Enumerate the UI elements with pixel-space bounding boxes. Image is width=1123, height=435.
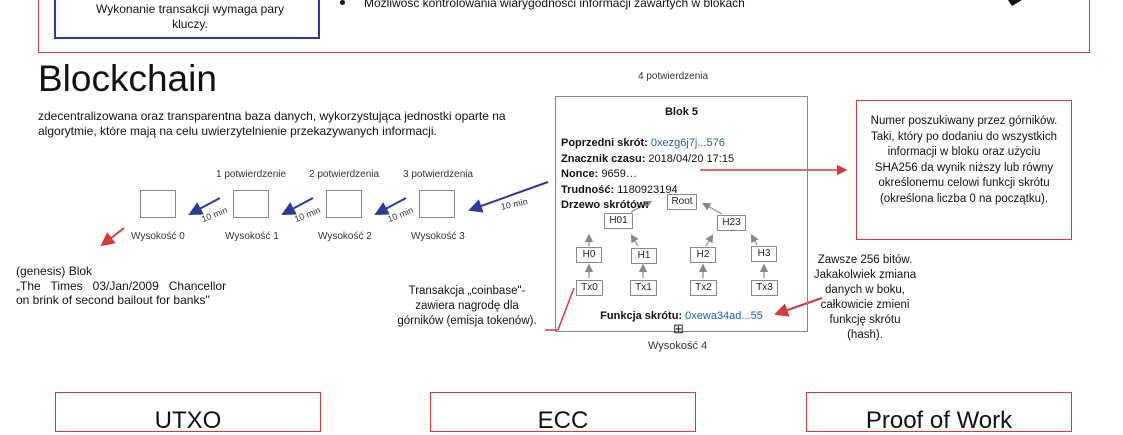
chain-confirmation-3: 3 potwierdzenia [403, 169, 474, 180]
merkle-h2: H2 [690, 247, 716, 263]
coinbase-arrow [557, 287, 575, 331]
bullet-text: Możliwość kontrolowania wiarygodności in… [364, 0, 745, 10]
bullet-dot [340, 0, 345, 5]
hash-note: Zawsze 256 bitów. Jakakolwiek zmiana dan… [813, 254, 917, 341]
merkle-h23: H23 [717, 215, 746, 231]
hash-arrow [774, 297, 823, 317]
genesis-line-3: on brink of second bailout for banks" [16, 293, 210, 307]
genesis-line-2: „The Times 03/Jan/2009 Chancellor [16, 279, 227, 293]
block-5 [555, 96, 808, 332]
field-hash-function: Funkcja skrótu: 0xewa34ad...55 [600, 310, 763, 322]
chain-arrow-4 [468, 181, 549, 213]
pow-title: Proof of Work [865, 407, 1013, 434]
page-title: Blockchain [38, 58, 217, 99]
merkle-root: Root [667, 194, 697, 210]
utxo-box: UTXO [55, 392, 321, 434]
chain-height-1: Wysokość 1 [225, 231, 279, 242]
top-section-frame [38, 0, 1090, 53]
genesis-arrow [100, 227, 125, 247]
merkle-tx2: Tx2 [690, 280, 717, 296]
ecc-box: ECC [430, 392, 696, 434]
chain-block-0 [140, 190, 176, 218]
nonce-note-box: Numer poszukiwany przez górników. Taki, … [856, 100, 1072, 240]
merkle-tx1: Tx1 [630, 280, 657, 296]
chain-block-2 [326, 190, 362, 218]
chain-arrow-3 [374, 197, 407, 215]
chain-arrow-2 [281, 197, 314, 215]
field-nonce: Nonce: 9659… [561, 168, 637, 180]
field-difficulty: Trudność: 1180923194 [561, 183, 678, 196]
block-fields: Poprzedni skrót: 0xezg6j7j...576 Znaczni… [561, 136, 734, 214]
field-merkle-tree: Drzewo skrótów: [561, 199, 650, 211]
chain-block-1 [233, 190, 269, 218]
expand-icon[interactable]: ⊞ [673, 321, 684, 336]
ecc-title: ECC [537, 407, 589, 434]
merkle-h3: H3 [751, 246, 777, 262]
chain-height-0: Wysokość 0 [131, 231, 185, 242]
description: zdecentralizowana oraz transparentna baz… [38, 109, 506, 138]
genesis-line-1: (genesis) Blok [16, 264, 93, 278]
nonce-note-text: Numer poszukiwany przez górników. Taki, … [870, 115, 1058, 205]
merkle-h01: H01 [604, 213, 633, 229]
field-timestamp: Znacznik czasu: 2018/04/20 17:15 [561, 152, 735, 165]
key-pair-box: Wykonanie transakcji wymaga pary kluczy. [54, 0, 320, 39]
field-prev-hash: Poprzedni skrót: 0xezg6j7j...576 [561, 137, 725, 149]
diagram-arrows [100, 164, 848, 331]
chain-height-3: Wysokość 3 [411, 231, 465, 242]
merkle-h0: H0 [576, 247, 602, 263]
coinbase-note: Transakcja „coinbase"-zawiera nagrodę dl… [397, 285, 537, 327]
top-arrow-head-icon [1008, 0, 1022, 6]
chain-confirmation-2: 2 potwierdzenia [309, 169, 380, 180]
chain-height-2: Wysokość 2 [318, 231, 372, 242]
merkle-h1: H1 [631, 248, 657, 264]
chain-confirmation-1: 1 potwierdzenie [216, 169, 287, 180]
chain-arrow-1 [188, 197, 221, 215]
pow-box: Proof of Work [806, 392, 1072, 434]
key-pair-text: Wykonanie transakcji wymaga pary kluczy. [96, 2, 284, 31]
merkle-tx0: Tx0 [576, 280, 603, 296]
confirmations-top: 4 potwierdzenia [638, 71, 709, 82]
merkle-tx3: Tx3 [751, 280, 778, 296]
block-title: Blok 5 [664, 106, 698, 118]
utxo-title: UTXO [154, 407, 222, 434]
block-height: Wysokość 4 [648, 340, 708, 352]
chain-block-3 [419, 190, 455, 218]
